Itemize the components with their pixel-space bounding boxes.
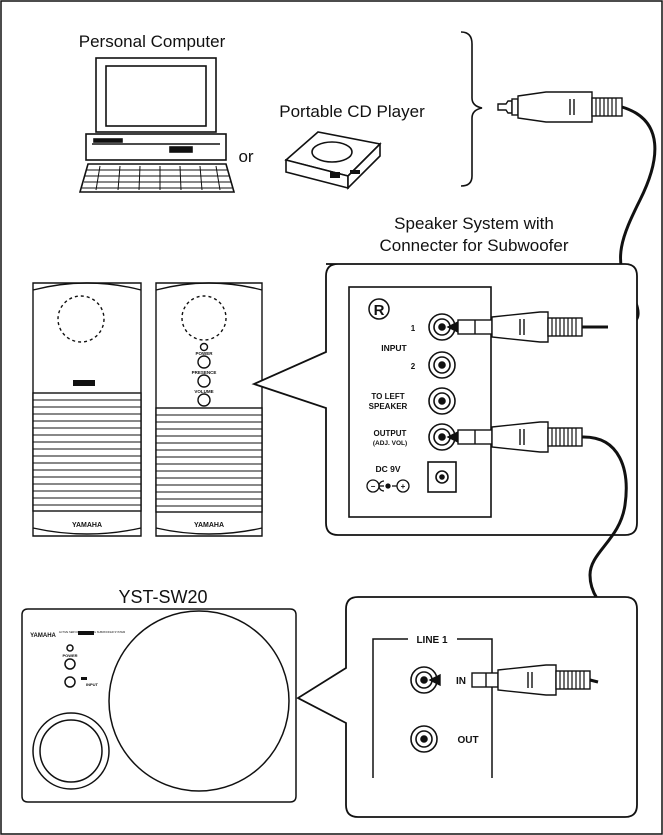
personal-computer-illustration: [78, 57, 236, 193]
to-left-label-line2: SPEAKER: [369, 402, 408, 411]
left-speaker-brand: YAMAHA: [72, 522, 102, 529]
right-speaker-brand: YAMAHA: [194, 522, 224, 529]
source-plug: [497, 91, 623, 123]
subwoofer-illustration: [21, 608, 297, 803]
input-2-label: 2: [411, 362, 416, 371]
portable-cd-player-label: Portable CD Player: [279, 102, 425, 121]
subwoofer-callout: [296, 596, 638, 818]
output-plug: [446, 421, 583, 453]
left-speaker-illustration: [32, 282, 142, 537]
line-in-jack: [410, 666, 438, 694]
output-adj-vol-label: (ADJ. VOL): [373, 440, 407, 447]
right-channel-letter: R: [374, 302, 385, 319]
input-2-jack: [428, 351, 456, 379]
line-out-jack: [410, 725, 438, 753]
subwoofer-fine-print: ACTIVE SERVO PROCESSING SUBWOOFER SYSTEM: [59, 630, 125, 634]
line-1-title: LINE 1: [416, 635, 448, 646]
output-label: OUTPUT: [374, 429, 407, 438]
dc-9v-label: DC 9V: [375, 464, 400, 474]
subwoofer-input-mark: INPUT: [86, 682, 99, 687]
subwoofer-power-label: POWER: [62, 653, 77, 658]
polarity-minus: −: [371, 482, 376, 491]
speaker-system-label-line2: Connecter for Subwoofer: [380, 236, 569, 255]
speaker-power-label: POWER: [195, 351, 213, 356]
subwoofer-model-label: YST-SW20: [118, 587, 207, 607]
to-left-label-line1: TO LEFT: [371, 392, 404, 401]
subwoofer-brand: YAMAHA: [30, 633, 56, 639]
speaker-system-label-line1: Speaker System with: [394, 214, 554, 233]
line-1-bracket: [372, 638, 493, 778]
to-left-speaker-jack: [428, 387, 456, 415]
input-label: INPUT: [381, 343, 407, 353]
line-in-label: IN: [456, 676, 466, 687]
speaker-volume-label: VOLUME: [194, 389, 213, 394]
dc-power-jack: [427, 461, 457, 493]
cd-player-illustration: [284, 131, 382, 190]
personal-computer-label: Personal Computer: [79, 32, 226, 51]
right-speaker-illustration: [155, 282, 263, 537]
dc-polarity-symbol: [366, 479, 410, 493]
speaker-presence-label: PRESENCE: [192, 370, 217, 375]
line-out-label: OUT: [457, 735, 478, 746]
polarity-plus: +: [401, 482, 406, 491]
or-label: or: [238, 147, 253, 166]
source-brace: [460, 31, 483, 187]
right-channel-mark: [368, 298, 390, 320]
input-1-label: 1: [411, 324, 416, 333]
line-in-plug: [428, 664, 599, 696]
input-1-plug: [446, 311, 608, 343]
